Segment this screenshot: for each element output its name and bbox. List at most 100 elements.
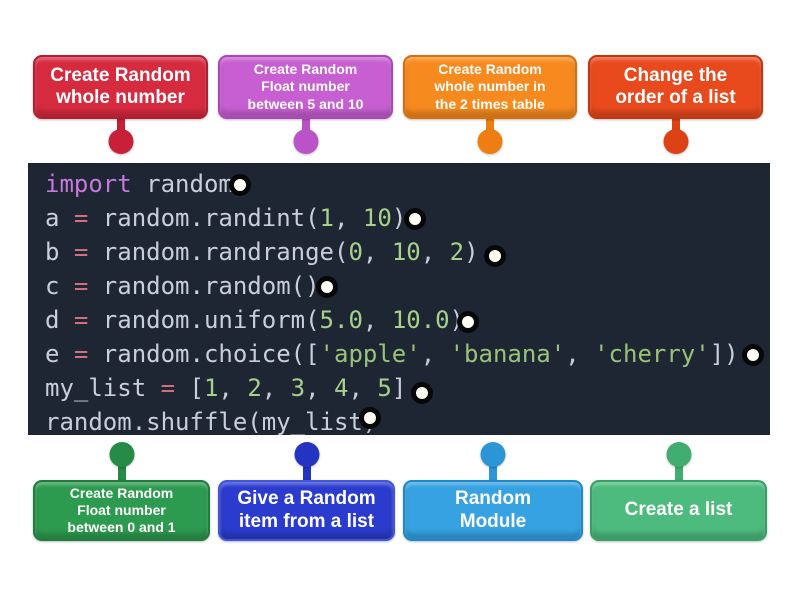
code-token: random.random() (88, 272, 320, 300)
code-token: e (45, 340, 74, 368)
answer-label[interactable]: Create Random whole number (33, 55, 208, 154)
connector-pin (293, 129, 318, 154)
code-token: , (305, 374, 335, 402)
answer-label[interactable]: Create Random Float number between 5 and… (218, 55, 393, 154)
code-token: ] (391, 374, 407, 402)
code-line: e = random.choice(['apple', 'banana', 'c… (45, 337, 770, 371)
answer-label-text: Create a list (590, 480, 767, 541)
code-token: = (73, 340, 89, 368)
answer-label-text: Change the order of a list (588, 55, 763, 119)
code-token: 'apple' (319, 340, 421, 368)
answer-point[interactable] (457, 311, 479, 333)
code-token: 2 (449, 238, 465, 266)
connector-pin (108, 129, 133, 154)
answer-point[interactable] (229, 174, 251, 196)
code-token: random (131, 170, 233, 198)
code-token: , (420, 340, 450, 368)
code-token: 1 (319, 204, 334, 232)
code-token: 0 (348, 238, 363, 266)
code-token: b (45, 238, 74, 266)
connector-stem (486, 119, 494, 133)
code-token: [ (175, 374, 204, 402)
code-line: b = random.randrange(0, 10, 2) (45, 235, 770, 269)
answer-label[interactable]: Create a list (590, 442, 767, 541)
code-token: 4 (334, 374, 349, 402)
code-token: = (73, 272, 89, 300)
connector-pin (480, 442, 506, 467)
connector-stem (489, 466, 497, 480)
code-token: , (362, 238, 392, 266)
answer-label-text: Create Random Float number between 5 and… (218, 55, 393, 119)
code-token: 5.0 (319, 306, 363, 334)
connector-stem (671, 119, 680, 133)
code-token: 10.0 (391, 306, 450, 334)
code-token: , (362, 306, 392, 334)
answer-point[interactable] (411, 382, 433, 404)
code-token: 5 (377, 374, 392, 402)
code-token: 1 (203, 374, 219, 402)
code-token: random.uniform( (88, 306, 320, 334)
answer-label-text: Give a Random item from a list (218, 480, 395, 541)
answer-label-text: Create Random Float number between 0 and… (33, 480, 210, 541)
code-token: random.shuffle(my_list) (45, 408, 378, 435)
code-token: c (45, 272, 74, 300)
answer-label[interactable]: Create Random whole number in the 2 time… (403, 55, 577, 154)
connector-stem (301, 119, 310, 133)
code-token: random.randrange( (88, 238, 349, 266)
code-token: 3 (290, 374, 306, 402)
answer-label-text: Random Module (403, 480, 583, 541)
connector-stem (674, 466, 683, 480)
answer-label[interactable]: Change the order of a list (588, 55, 763, 154)
connector-pin (663, 129, 688, 154)
answer-point[interactable] (484, 245, 506, 267)
answer-point[interactable] (742, 344, 764, 366)
code-token: = (73, 306, 89, 334)
code-token: 'cherry' (594, 340, 710, 368)
code-token: 'banana' (449, 340, 566, 368)
answer-point[interactable] (359, 407, 381, 429)
code-token: random.choice([ (88, 340, 320, 368)
code-token: d (45, 306, 74, 334)
code-token: , (218, 374, 248, 402)
connector-stem (116, 119, 125, 133)
code-token: , (334, 204, 363, 232)
code-token: random.randint( (88, 204, 320, 232)
answer-label-text: Create Random whole number in the 2 time… (403, 55, 577, 119)
code-line: c = random.random() (45, 269, 770, 303)
connector-stem (117, 466, 126, 480)
code-line: random.shuffle(my_list) (45, 405, 770, 435)
code-token: , (348, 374, 378, 402)
answer-label-text: Create Random whole number (33, 55, 208, 119)
code-line: a = random.randint(1, 10) (45, 201, 770, 235)
code-token: 10 (362, 204, 392, 232)
code-token: = (73, 204, 89, 232)
answer-label[interactable]: Random Module (403, 442, 583, 541)
code-token: = (160, 374, 176, 402)
code-token: , (261, 374, 291, 402)
answer-point[interactable] (404, 208, 426, 230)
code-token: import (45, 170, 132, 198)
connector-pin (477, 129, 503, 154)
code-token: a (45, 204, 74, 232)
answer-label[interactable]: Give a Random item from a list (218, 442, 395, 541)
answer-point[interactable] (316, 276, 338, 298)
code-line: import random (45, 167, 770, 201)
code-token: 10 (391, 238, 421, 266)
connector-pin (294, 442, 319, 467)
code-token: , (565, 340, 595, 368)
code-line: my_list = [1, 2, 3, 4, 5] (45, 371, 770, 405)
code-token: , (420, 238, 450, 266)
code-token: 2 (247, 374, 262, 402)
code-token: ) (464, 238, 479, 266)
code-token: = (73, 238, 89, 266)
answer-label[interactable]: Create Random Float number between 0 and… (33, 442, 210, 541)
connector-stem (302, 466, 311, 480)
connector-pin (666, 442, 691, 467)
connector-pin (109, 442, 134, 467)
